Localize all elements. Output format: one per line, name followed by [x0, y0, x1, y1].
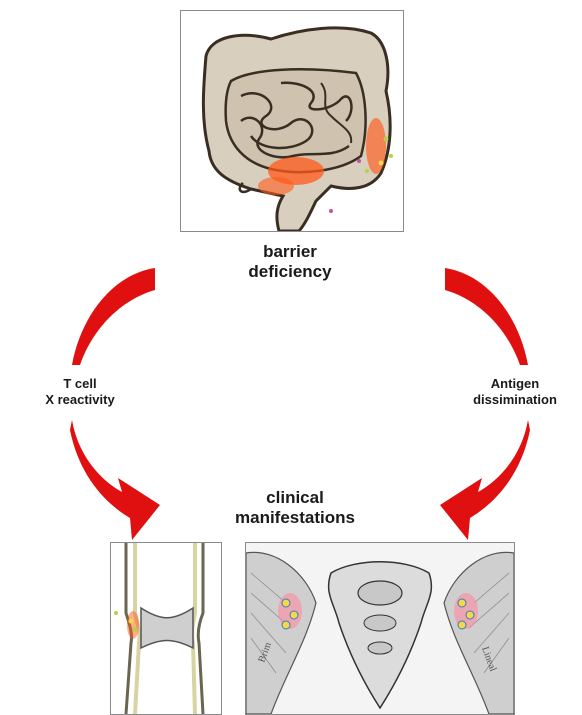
joint-space	[141, 608, 193, 648]
left-upper-arrow	[72, 268, 155, 365]
right-lower-arrow	[440, 420, 530, 540]
joint-panel	[110, 542, 222, 715]
right-upper-arrow	[445, 268, 528, 365]
joint-inflammation	[127, 611, 139, 639]
joint-illustration	[111, 543, 221, 714]
pelvis-illustration: Brim Lineal	[246, 543, 514, 714]
bone-right	[198, 543, 203, 714]
pelvis-panel: Brim Lineal	[245, 542, 515, 715]
left-lower-arrow	[70, 420, 160, 540]
